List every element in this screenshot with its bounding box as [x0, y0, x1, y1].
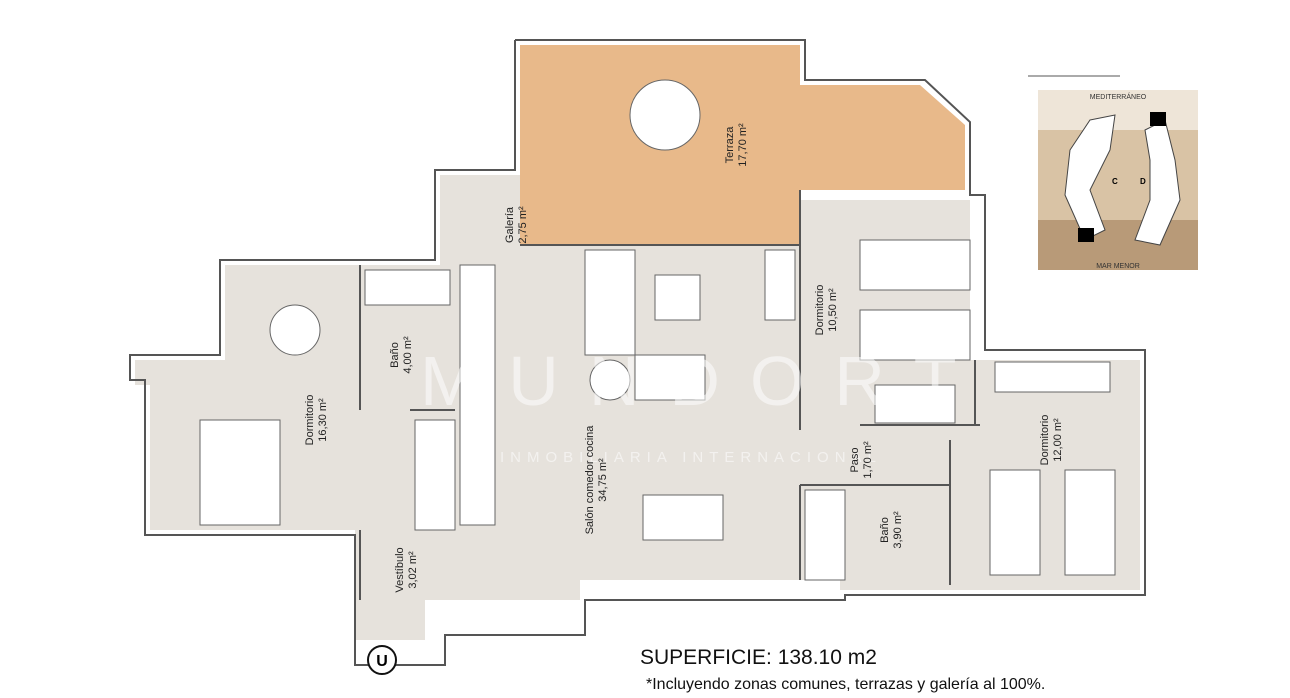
svg-text:Baño: Baño: [879, 517, 891, 543]
terrace-table: [629, 79, 701, 151]
svg-text:17,70 m²: 17,70 m²: [737, 123, 749, 167]
svg-text:Dormitorio: Dormitorio: [814, 285, 826, 336]
wardrobe: [874, 384, 956, 424]
svg-text:Baño: Baño: [389, 342, 401, 368]
wardrobe: [994, 361, 1111, 393]
shower: [364, 269, 451, 306]
outer-wall: [129, 39, 1146, 666]
single-bed: [859, 239, 971, 291]
block-c-label: C: [1112, 177, 1118, 186]
unit-highlight: [1150, 112, 1166, 126]
terrace-floor: [520, 45, 965, 245]
svg-text:Terraza: Terraza: [724, 126, 736, 164]
svg-text:1,70 m²: 1,70 m²: [862, 441, 874, 479]
sofa: [634, 354, 706, 401]
watermark-brand: MUNDORT: [420, 342, 986, 420]
single-bed: [1064, 469, 1116, 576]
sofa: [584, 249, 636, 356]
svg-text:3,02 m²: 3,02 m²: [407, 551, 419, 589]
svg-text:3,90 m²: 3,90 m²: [892, 511, 904, 549]
svg-text:Vestíbulo: Vestíbulo: [394, 547, 406, 592]
svg-text:34,75 m²: 34,75 m²: [597, 458, 609, 502]
location-map: MEDITERRÁNEO MAR MENOR C D: [1028, 75, 1198, 270]
entrance-marker-label: U: [376, 653, 388, 670]
dining-table: [269, 304, 321, 356]
building-c: [1064, 114, 1116, 241]
dining-table: [642, 494, 724, 541]
svg-text:4,00 m²: 4,00 m²: [402, 336, 414, 374]
single-bed: [859, 309, 971, 361]
tv-unit: [764, 249, 796, 321]
entrance-marker: [367, 645, 397, 675]
surface-note: *Incluyendo zonas comunes, terrazas y ga…: [646, 676, 1046, 693]
coffee-table: [654, 274, 701, 321]
single-bed: [989, 469, 1041, 576]
watermark-tagline: INMOBILIARIA INTERNACIONAL: [500, 449, 882, 466]
svg-text:2,75 m²: 2,75 m²: [517, 206, 529, 244]
bathtub: [804, 489, 846, 581]
svg-text:10,50 m²: 10,50 m²: [827, 288, 839, 332]
unit-highlight: [1078, 228, 1094, 242]
svg-text:Paso: Paso: [849, 447, 861, 472]
surface-total: SUPERFICIE: 138.10 m2: [640, 646, 877, 669]
side-table: [589, 359, 631, 401]
svg-text:Galería: Galería: [504, 206, 516, 243]
double-bed: [199, 419, 281, 526]
map-label-bottom: MAR MENOR: [1096, 263, 1140, 270]
map-label-top: MEDITERRÁNEO: [1090, 92, 1147, 101]
kitchen-counter: [459, 264, 496, 526]
svg-text:Dormitorio: Dormitorio: [304, 395, 316, 446]
svg-text:12,00 m²: 12,00 m²: [1052, 418, 1064, 462]
kitchen-unit: [414, 419, 456, 531]
svg-text:16,30 m²: 16,30 m²: [317, 398, 329, 442]
block-d-label: D: [1140, 177, 1146, 186]
svg-text:Dormitorio: Dormitorio: [1039, 415, 1051, 466]
svg-text:Salón comedor cocina: Salón comedor cocina: [584, 425, 596, 535]
building-d: [1134, 119, 1181, 246]
